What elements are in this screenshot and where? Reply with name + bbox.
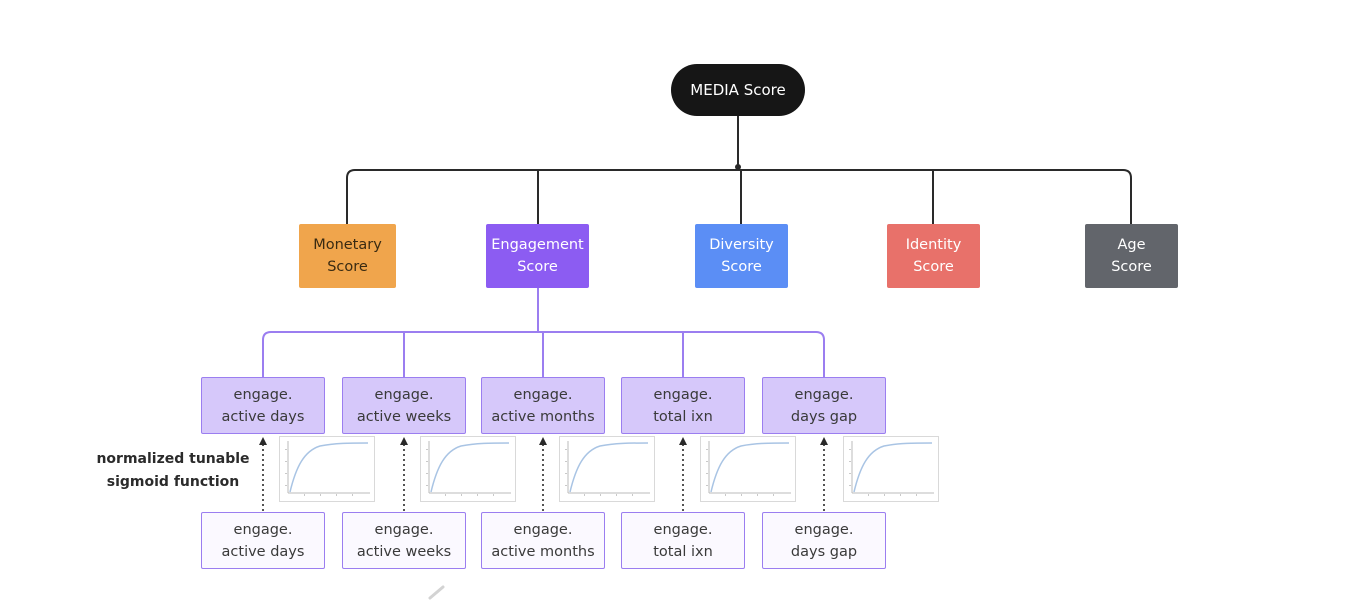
media-score-node: MEDIA Score (671, 64, 805, 116)
engagement-score-line1: Engagement (491, 237, 584, 253)
sigmoid-plot-icon (420, 436, 516, 502)
feature-line1: engage. (374, 386, 434, 403)
sigmoid-plot-icon (279, 436, 375, 502)
diversity-score-line1: Diversity (709, 237, 774, 253)
feature-line2: active weeks (356, 408, 452, 425)
input-line2: days gap (790, 543, 858, 560)
engagement-score-node: Engagement Score (486, 224, 589, 288)
sigmoid-plot-icon (843, 436, 939, 502)
media-score-label: MEDIA Score (690, 81, 786, 99)
input-node-active-days: engage. active days (201, 512, 325, 569)
feature-line1: engage. (653, 386, 713, 403)
sigmoid-annotation: normalized tunable sigmoid function (96, 448, 250, 494)
feature-line1: engage. (513, 386, 573, 403)
feature-node-active-weeks: engage. active weeks (342, 377, 466, 434)
feature-line2: days gap (790, 408, 858, 425)
feature-line2: active months (491, 408, 595, 425)
diversity-score-node: Diversity Score (695, 224, 788, 288)
monetary-score-line2: Score (327, 259, 368, 275)
feature-line2: total ixn (653, 408, 713, 425)
input-node-active-months: engage. active months (481, 512, 605, 569)
monetary-score-node: Monetary Score (299, 224, 396, 288)
engagement-score-line2: Score (517, 259, 558, 275)
feature-line1: engage. (233, 386, 293, 403)
annotation-line2: sigmoid function (106, 474, 240, 490)
age-score-node: Age Score (1085, 224, 1178, 288)
sigmoid-plot-icon (700, 436, 796, 502)
input-node-active-weeks: engage. active weeks (342, 512, 466, 569)
input-line2: total ixn (653, 543, 713, 560)
input-line2: active weeks (356, 543, 452, 560)
input-line1: engage. (794, 521, 854, 538)
sigmoid-plot-icon (559, 436, 655, 502)
input-line1: engage. (653, 521, 713, 538)
feature-line2: active days (221, 408, 305, 425)
input-line1: engage. (513, 521, 573, 538)
identity-score-line2: Score (913, 259, 954, 275)
age-score-line1: Age (1117, 237, 1146, 253)
input-node-days-gap: engage. days gap (762, 512, 886, 569)
input-line2: active days (221, 543, 305, 560)
input-line2: active months (491, 543, 595, 560)
decorative-stroke (428, 585, 445, 600)
feature-line1: engage. (794, 386, 854, 403)
diversity-score-line2: Score (721, 259, 762, 275)
monetary-score-line1: Monetary (313, 237, 382, 253)
identity-score-line1: Identity (905, 237, 962, 253)
identity-score-node: Identity Score (887, 224, 980, 288)
feature-node-active-days: engage. active days (201, 377, 325, 434)
input-line1: engage. (233, 521, 293, 538)
feature-node-active-months: engage. active months (481, 377, 605, 434)
age-score-line2: Score (1111, 259, 1152, 275)
feature-node-total-ixn: engage. total ixn (621, 377, 745, 434)
dotted-arrow-icon (262, 444, 825, 511)
input-node-total-ixn: engage. total ixn (621, 512, 745, 569)
annotation-line1: normalized tunable (96, 451, 250, 467)
input-line1: engage. (374, 521, 434, 538)
feature-node-days-gap: engage. days gap (762, 377, 886, 434)
